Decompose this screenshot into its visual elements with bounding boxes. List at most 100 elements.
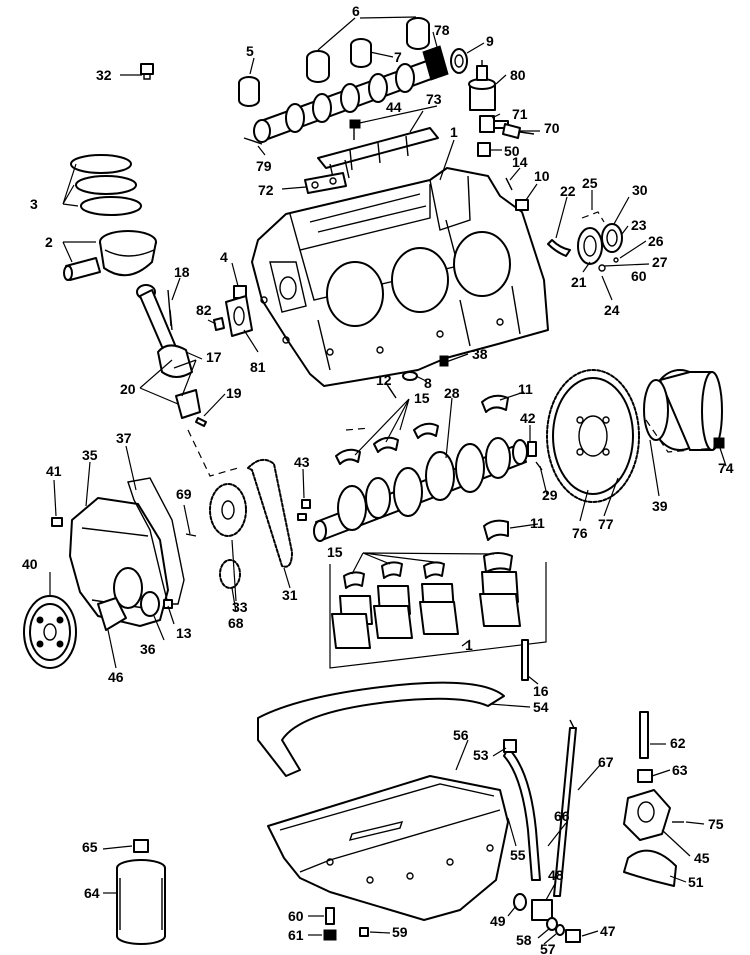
callout-70: 70: [544, 120, 560, 136]
stud-69: [185, 533, 197, 537]
callout-59: 59: [392, 924, 408, 940]
crank-sprocket-68: [219, 559, 241, 589]
callout-58: 58: [516, 932, 532, 948]
front-cover-35: [69, 497, 169, 631]
callout-79: 79: [256, 158, 272, 174]
lifter-retainer-73: [317, 127, 439, 183]
callout-60-pan: 60: [288, 908, 304, 924]
callout-1-caps: 1: [465, 637, 473, 653]
callout-10: 10: [534, 168, 550, 184]
screen-51: [623, 849, 677, 887]
callout-9: 9: [486, 33, 494, 49]
plug-8: [402, 371, 418, 381]
callout-55: 55: [510, 847, 526, 863]
bolt-32: [140, 63, 154, 80]
callout-19: 19: [226, 385, 242, 401]
callout-82: 82: [196, 302, 212, 318]
callout-44: 44: [386, 99, 402, 115]
callout-72: 72: [258, 182, 274, 198]
callout-21: 21: [571, 274, 587, 290]
callout-78: 78: [434, 22, 450, 38]
bolt-82: [213, 317, 225, 331]
callout-14: 14: [512, 154, 528, 170]
callout-15-upper: 15: [414, 390, 430, 406]
plate-81: [225, 295, 253, 337]
rear-block-parts: [213, 285, 253, 337]
seal-23: [601, 223, 623, 253]
callout-50: 50: [504, 143, 520, 159]
flywheel-76: [546, 369, 640, 503]
callout-46: 46: [108, 669, 124, 685]
seal-22: [547, 239, 571, 257]
callout-47: 47: [600, 923, 616, 939]
callout-33: 33: [232, 599, 248, 615]
callout-49: 49: [490, 913, 506, 929]
callout-37: 37: [116, 430, 132, 446]
callout-7: 7: [394, 49, 402, 65]
connecting-rod: [136, 284, 201, 419]
cam-bearing-6: [306, 17, 430, 83]
callout-11-upper: 11: [518, 381, 533, 397]
callout-56: 56: [453, 727, 469, 743]
bolt-43: [301, 499, 311, 509]
crank-dashed-outline: [187, 427, 371, 477]
callout-22: 22: [560, 183, 576, 199]
seal-9: [450, 48, 468, 74]
dipstick-66: [569, 719, 575, 729]
callout-11-lower: 11: [530, 515, 545, 531]
callout-28: 28: [444, 385, 460, 401]
bolt-59: [359, 927, 369, 937]
callout-24: 24: [604, 302, 620, 318]
crankshaft-28: [313, 437, 528, 542]
callout-12: 12: [376, 372, 392, 388]
callout-18: 18: [174, 264, 190, 280]
plug-50: [477, 142, 491, 157]
seal-36: [140, 591, 160, 617]
callout-31: 31: [282, 587, 298, 603]
callout-29: 29: [542, 487, 558, 503]
callout-68: 68: [228, 615, 244, 631]
callout-25: 25: [582, 175, 598, 191]
callout-4: 4: [220, 249, 228, 265]
nut-74: [713, 437, 725, 449]
front-seal-parts: [505, 177, 623, 272]
callout-3: 3: [30, 196, 38, 212]
plug-10: [515, 199, 529, 211]
engine-block: [251, 167, 549, 387]
washer-58: [546, 917, 558, 931]
fitting-38: [439, 355, 449, 367]
callout-61: 61: [288, 927, 304, 943]
sender-70: [502, 123, 535, 139]
callout-57: 57: [540, 941, 556, 955]
callout-40: 40: [22, 556, 38, 572]
pin-14: [505, 177, 513, 191]
bolt-41: [51, 517, 63, 527]
callout-64: 64: [84, 885, 100, 901]
cam-sprocket-33: [209, 483, 247, 537]
callout-20: 20: [120, 381, 136, 397]
callout-13: 13: [176, 625, 192, 641]
piston-2: [63, 230, 157, 281]
sending-unit-80: [468, 60, 496, 111]
camshaft-78: [253, 45, 449, 143]
camshaft-group: [140, 17, 535, 194]
coupler-39: [643, 369, 723, 453]
callout-36: 36: [140, 641, 156, 657]
callout-67: 67: [598, 754, 614, 770]
callout-76: 76: [572, 525, 588, 541]
callout-66: 66: [554, 808, 570, 824]
callout-45: 45: [694, 850, 710, 866]
callout-53: 53: [473, 747, 489, 763]
washer-57: [555, 924, 565, 936]
callout-15-lower: 15: [327, 544, 343, 560]
callout-54: 54: [533, 699, 549, 715]
callout-38: 38: [472, 346, 488, 362]
callout-17: 17: [206, 349, 222, 365]
timing-chain-31: [247, 458, 293, 568]
nut-61: [323, 929, 337, 941]
dipstick-16: [521, 639, 529, 681]
callout-1-block: 1: [450, 124, 458, 140]
callout-32: 32: [96, 67, 112, 83]
callout-2: 2: [45, 234, 53, 250]
